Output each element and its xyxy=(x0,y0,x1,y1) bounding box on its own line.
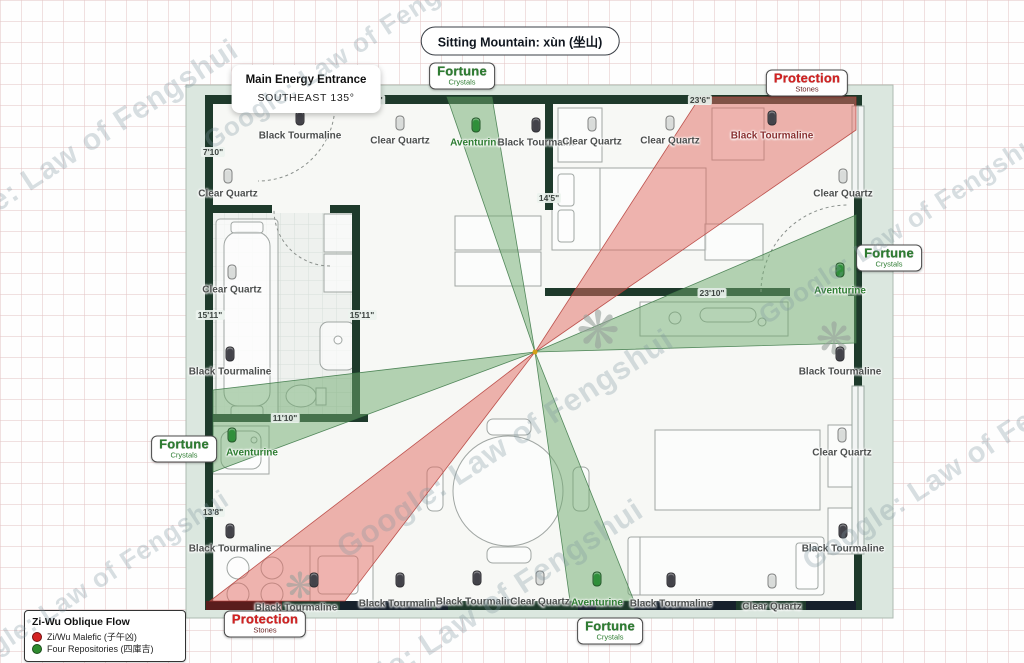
crystal-label: Clear Quartz xyxy=(510,596,570,608)
crystal-label: Black Tourmaline xyxy=(358,598,442,610)
crystal-label: Black Tourmaline xyxy=(188,543,272,555)
crystal-label: Clear Quartz xyxy=(742,601,802,613)
green-crystal-icon[interactable] xyxy=(471,117,481,133)
green-crystal-icon[interactable] xyxy=(835,262,845,278)
energy-center-point xyxy=(532,349,538,355)
clear-crystal-icon[interactable] xyxy=(395,115,405,131)
wall-accent-segments xyxy=(206,601,856,610)
repository-sector-e xyxy=(534,214,857,353)
clear-crystal-icon[interactable] xyxy=(587,116,597,132)
repository-sector-s xyxy=(534,351,635,602)
badge-subtitle: Crystals xyxy=(875,259,903,269)
repository-sector-w xyxy=(212,351,536,473)
measurement-label: 7'10" xyxy=(200,147,226,157)
crystal-label: Black Tourmaline xyxy=(188,366,272,378)
protection-stones-badge-bottomleft[interactable]: Protection Stones xyxy=(223,610,307,638)
measurement-label: 23'6" xyxy=(687,95,713,105)
badge-title: Fortune xyxy=(159,436,209,452)
crystal-label: Clear Quartz xyxy=(812,447,872,459)
malefic-sector-ne xyxy=(534,96,857,353)
crystal-label: Black Tourmalin xyxy=(497,137,575,149)
plants: ❋ ❋ ❋ xyxy=(285,301,853,607)
crystal-label: Clear Quartz xyxy=(562,136,622,148)
measurement-label: 15'11" xyxy=(195,310,225,320)
malefic-sector-sw xyxy=(208,351,536,602)
svg-text:❋: ❋ xyxy=(816,314,853,365)
measurement-label: 11'10" xyxy=(270,413,300,423)
badge-subtitle: Crystals xyxy=(448,77,476,87)
crystal-label: Clear Quartz xyxy=(370,135,430,147)
main-entrance-card[interactable]: Main Energy Entrance SOUTHEAST 135° xyxy=(231,65,381,113)
crystal-label: Clear Quartz xyxy=(813,188,873,200)
malefic-dot xyxy=(32,632,42,642)
black-crystal-icon[interactable] xyxy=(395,572,405,588)
fortune-crystals-badge-left[interactable]: Fortune Crystals xyxy=(151,435,217,463)
clear-crystal-icon[interactable] xyxy=(767,573,777,589)
legend-item-label: Four Repositories (四庫吉) xyxy=(47,644,154,654)
black-crystal-icon[interactable] xyxy=(666,572,676,588)
crystal-label: Clear Quartz xyxy=(202,284,262,296)
fortune-crystals-badge-bottom[interactable]: Fortune Crystals xyxy=(577,617,643,645)
clear-crystal-icon[interactable] xyxy=(227,264,237,280)
clear-crystal-icon[interactable] xyxy=(535,570,545,586)
black-crystal-icon[interactable] xyxy=(225,346,235,362)
black-crystal-icon[interactable] xyxy=(531,117,541,133)
clear-crystal-icon[interactable] xyxy=(837,427,847,443)
svg-text:❋: ❋ xyxy=(576,301,620,361)
legend-card: Zi-Wu Oblique Flow Zi/Wu Malefic (子午凶) F… xyxy=(24,610,186,662)
black-crystal-icon[interactable] xyxy=(767,110,777,126)
crystal-label: Aventurine xyxy=(450,137,502,149)
measurement-label: 14'5" xyxy=(536,193,562,203)
crystal-label: Aventurine xyxy=(814,285,866,297)
entrance-title: Main Energy Entrance xyxy=(245,74,367,86)
black-crystal-icon[interactable] xyxy=(838,523,848,539)
clear-crystal-icon[interactable] xyxy=(665,115,675,131)
legend-title: Zi-Wu Oblique Flow xyxy=(32,616,130,628)
repositories-dot xyxy=(32,644,42,654)
badge-title: Fortune xyxy=(437,63,487,79)
legend-item-malefic: Zi/Wu Malefic (子午凶) xyxy=(32,631,178,643)
badge-subtitle: Crystals xyxy=(170,450,198,460)
legend-item-label: Zi/Wu Malefic (子午凶) xyxy=(47,632,137,642)
crystal-label: Black Tourmaline xyxy=(629,598,713,610)
fortune-crystals-badge-top[interactable]: Fortune Crystals xyxy=(429,62,495,90)
green-crystal-icon[interactable] xyxy=(227,427,237,443)
badge-subtitle: Stones xyxy=(253,625,277,635)
black-crystal-icon[interactable] xyxy=(309,572,319,588)
crystal-label: Black Tourmaline xyxy=(435,596,519,608)
protection-stones-badge-topright[interactable]: Protection Stones xyxy=(765,69,849,97)
badge-title: Protection xyxy=(231,611,299,627)
crystal-label: Aventurine xyxy=(226,447,278,459)
measurement-label: 13'8" xyxy=(200,507,226,517)
fortune-crystals-badge-right[interactable]: Fortune Crystals xyxy=(856,244,922,272)
sitting-mountain-pill[interactable]: Sitting Mountain: xùn (坐山) xyxy=(420,26,620,56)
door-arcs xyxy=(257,103,849,293)
crystal-label: Clear Quartz xyxy=(198,188,258,200)
clear-crystal-icon[interactable] xyxy=(838,168,848,184)
crystal-label: Black Tourmaline xyxy=(801,543,885,555)
badge-subtitle: Stones xyxy=(795,84,819,94)
badge-title: Protection xyxy=(773,70,841,86)
black-crystal-icon[interactable] xyxy=(472,570,482,586)
green-crystal-icon[interactable] xyxy=(592,571,602,587)
badge-subtitle: Crystals xyxy=(596,632,624,642)
legend-item-repositories: Four Repositories (四庫吉) xyxy=(32,643,178,655)
measurement-label: 15'11" xyxy=(347,310,377,320)
crystal-label: Black Tourmaline xyxy=(798,366,882,378)
crystal-label: Aventurine xyxy=(571,597,623,609)
black-crystal-icon[interactable] xyxy=(835,346,845,362)
measurement-label: 23'10" xyxy=(697,288,727,298)
energy-sectors xyxy=(208,96,857,602)
crystal-label: Black Tourmaline xyxy=(730,130,814,142)
badge-title: Fortune xyxy=(864,245,914,261)
black-crystal-icon[interactable] xyxy=(225,523,235,539)
entrance-direction: SOUTHEAST 135° xyxy=(257,92,355,104)
repository-sector-n xyxy=(446,96,536,353)
clear-crystal-icon[interactable] xyxy=(223,168,233,184)
crystal-label: Black Tourmaline xyxy=(258,130,342,142)
crystal-label: Black Tourmaline xyxy=(254,602,338,614)
crystal-label: Clear Quartz xyxy=(640,135,700,147)
badge-title: Fortune xyxy=(585,618,635,634)
